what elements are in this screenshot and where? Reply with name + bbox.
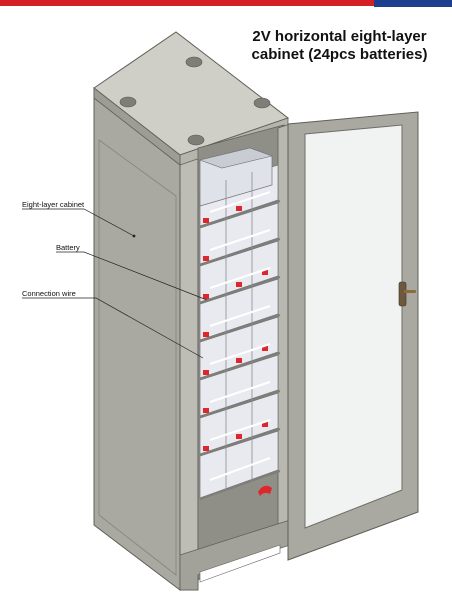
terminal-5 (203, 370, 209, 375)
shelf-2 (199, 238, 281, 266)
title-line-1: 2V horizontal eight-layer (252, 28, 427, 45)
battery-rack (198, 147, 279, 499)
leader-cabinet-dot (132, 234, 136, 238)
plinth-opening (199, 544, 281, 583)
leader-battery (56, 251, 208, 301)
top-battery-block-top (198, 147, 274, 169)
header-red-bar (0, 0, 452, 6)
connection-wires (209, 190, 271, 482)
diagram-title: 2V horizontal eight-layer cabinet (24pcs… (232, 28, 447, 64)
header-brand-strip (374, 0, 452, 7)
leader-cabinet (22, 208, 135, 237)
terminal-13 (262, 346, 268, 351)
shelf-6 (199, 390, 281, 418)
shelf-5 (199, 352, 281, 380)
top-hole-4 (187, 134, 205, 146)
door-window (304, 124, 403, 529)
battery-dividers (225, 172, 253, 492)
shelf-4 (199, 314, 281, 342)
cabinet-side-panel (93, 86, 181, 592)
terminal-11 (236, 434, 242, 439)
terminal-8 (236, 206, 242, 211)
terminal-6 (203, 408, 209, 413)
door-handle (398, 281, 407, 307)
leader-lines (22, 208, 208, 359)
terminal-9 (236, 282, 242, 287)
terminal-cable-bottom (258, 485, 272, 496)
shelf-3 (199, 276, 281, 304)
title-line-2: cabinet (24pcs batteries) (251, 46, 428, 63)
terminal-12 (262, 270, 268, 275)
shelves (199, 200, 281, 500)
callout-connection-wire: Connection wire (22, 289, 76, 298)
red-terminals (203, 206, 272, 496)
terminal-2 (203, 256, 209, 261)
terminal-4 (203, 332, 209, 337)
cabinet-front-pillar-left (179, 147, 199, 591)
top-hole-1 (185, 56, 203, 68)
top-hole-2 (119, 96, 137, 108)
terminal-1 (203, 218, 209, 223)
callout-cabinet: Eight-layer cabinet (22, 200, 85, 209)
door-handle-grip (404, 290, 416, 293)
shelf-7 (199, 428, 281, 456)
terminal-3 (203, 294, 209, 299)
terminal-10 (236, 358, 242, 363)
callout-battery: Battery (56, 243, 80, 252)
leader-wire (22, 297, 204, 359)
cabinet-top-left-rim (93, 87, 181, 166)
terminal-7 (203, 446, 209, 451)
terminal-14 (262, 422, 268, 427)
cabinet-side-recess (98, 139, 177, 576)
top-hole-3 (253, 97, 271, 109)
shelf-8 (199, 470, 281, 500)
shelf-1 (199, 200, 281, 228)
